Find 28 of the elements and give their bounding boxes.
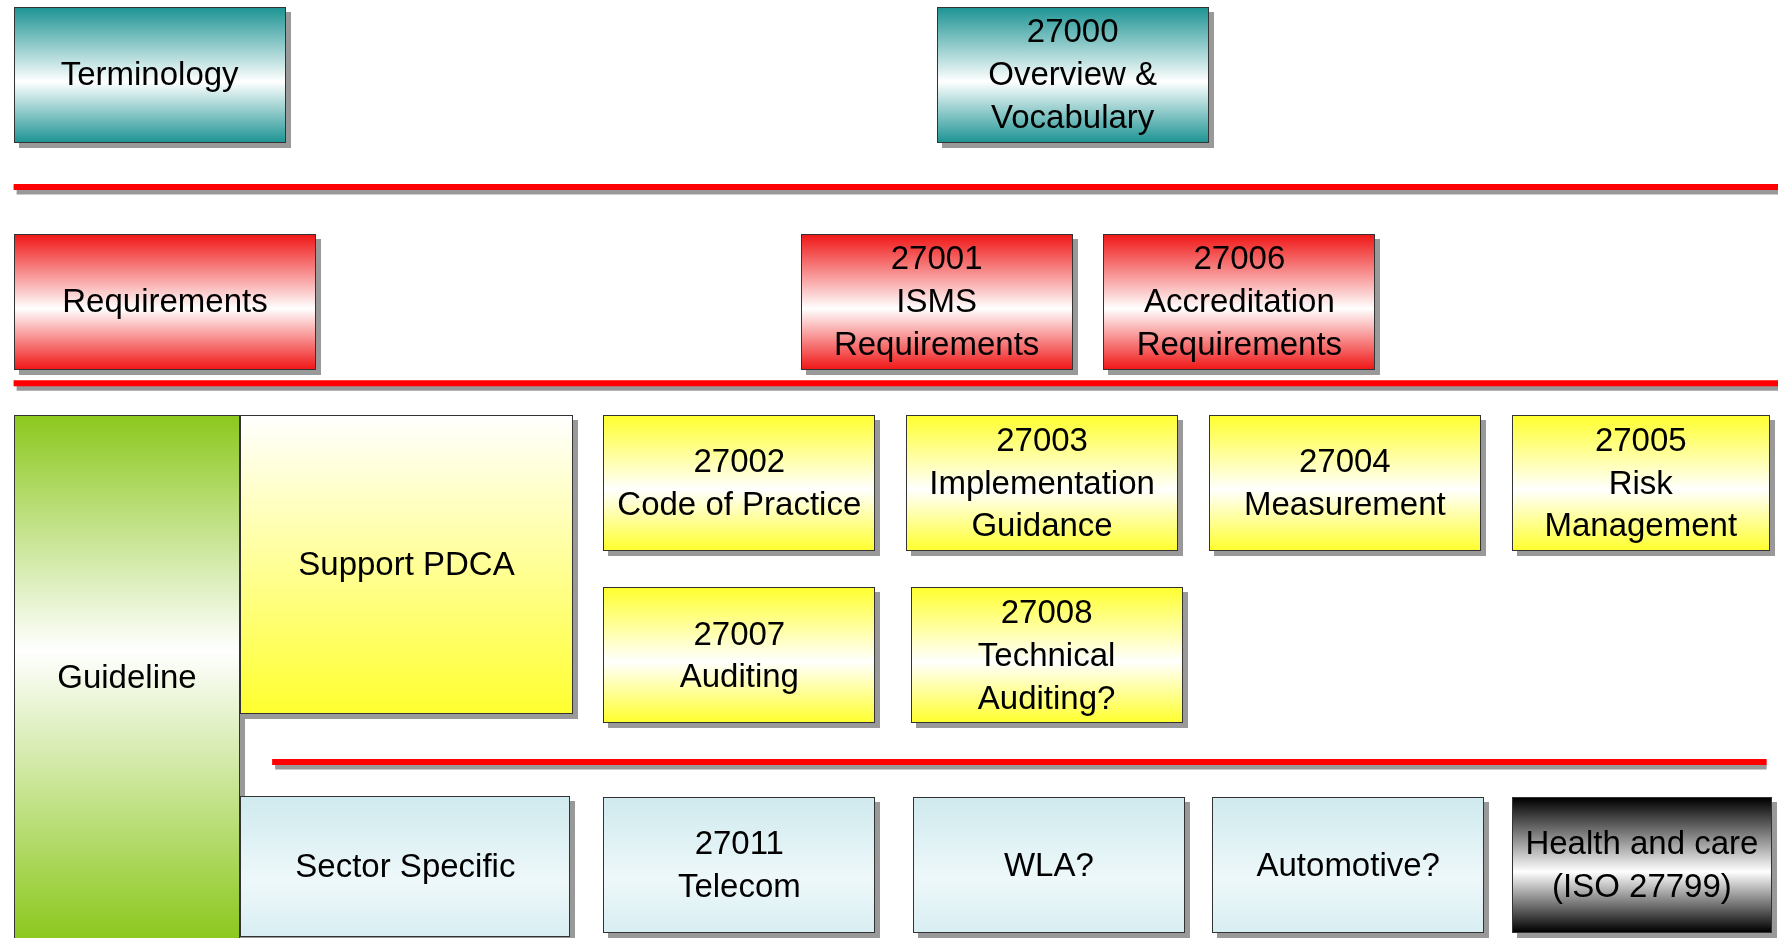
box-label: Support PDCA [298,544,515,585]
standard-title: Overview & Vocabulary [987,54,1159,138]
box-label: Automotive? [1256,844,1440,885]
standard-title: Telecom [677,866,801,907]
standard-title: Auditing [679,656,799,697]
standard-number: 27005 [1594,419,1687,460]
standard-title: ISMS Requirements [832,281,1041,365]
standard-number: 27000 [1026,11,1119,52]
standard-number: 27002 [693,441,786,482]
box-label: Guideline [57,656,197,697]
box-label: Requirements [62,281,268,322]
standard-number: 27006 [1193,238,1286,279]
box-label: Terminology [60,54,239,95]
standard-number: 27001 [890,238,983,279]
standard-number: 27008 [1000,592,1093,633]
standard-number: 27003 [996,419,1088,460]
standard-number: 27011 [694,823,784,864]
standard-title: Risk Management [1543,462,1739,546]
standard-number: 27004 [1298,441,1391,482]
standard-title: Code of Practice [617,484,862,525]
box-label: WLA? [1003,844,1094,885]
box-label: Health and care (ISO 27799) [1524,823,1760,907]
standard-title: Accreditation Requirements [1135,281,1344,365]
standard-title: Measurement [1243,484,1446,525]
standard-number: 27007 [693,613,786,654]
standard-title: Implementation Guidance [928,462,1156,546]
standard-title: Technical Auditing? [976,634,1117,718]
box-label: Sector Specific [295,845,516,886]
